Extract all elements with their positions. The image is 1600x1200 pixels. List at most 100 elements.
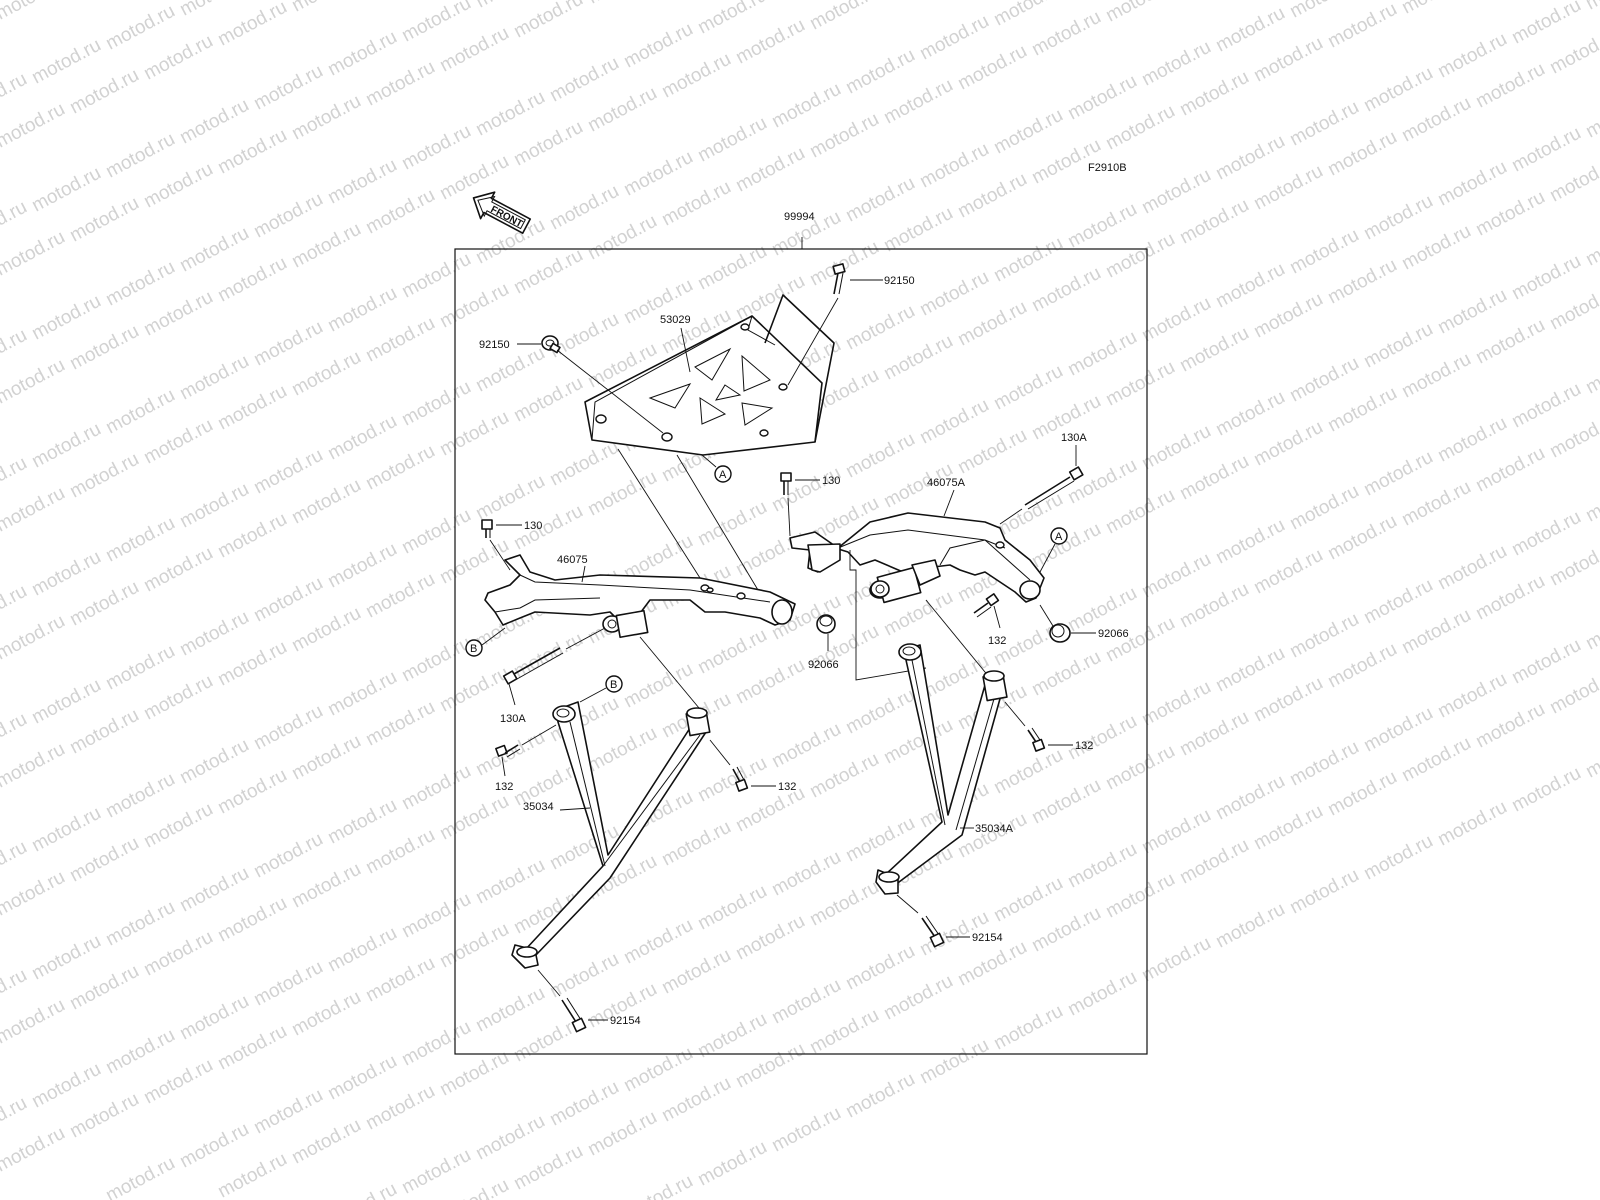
watermark-text: motod.ru [176, 223, 252, 277]
watermark-text: motod.ru [288, 475, 364, 529]
watermark-text: motod.ru [1582, 729, 1600, 783]
watermark-text: motod.ru [398, 1145, 474, 1199]
watermark-text: motod.ru [1472, 699, 1548, 753]
watermark-text: motod.ru [362, 825, 438, 879]
watermark-text: motod.ru [0, 1093, 31, 1147]
watermark-text: motod.ru [1508, 123, 1584, 177]
watermark-text: motod.ru [546, 181, 622, 235]
watermark-text: motod.ru [1434, 541, 1510, 595]
watermark-text: motod.ru [658, 945, 734, 999]
watermark-text: motod.ru [1102, 229, 1178, 283]
ref-a-top [714, 465, 732, 483]
watermark-text: motod.ru [214, 0, 290, 50]
ref-b-left [465, 639, 483, 657]
label-46075A: 46075A [927, 477, 966, 489]
watermark-text: motod.ru [1286, 225, 1362, 279]
watermark-text: motod.ru [584, 723, 660, 777]
watermark-text: motod.ru [362, 313, 438, 367]
watermark-text: motod.ru [176, 735, 252, 789]
watermark-text: motod.ru [732, 911, 808, 965]
watermark-text: motod.ru [472, 471, 548, 525]
watermark-text: motod.ru [436, 151, 512, 205]
watermark-text: motod.ru [880, 715, 956, 769]
watermark-text: motod.ru [140, 1055, 216, 1109]
watermark-text: motod.ru [806, 877, 882, 931]
watermark-text: motod.ru [436, 663, 512, 717]
watermark-text: motod.ru [176, 351, 252, 405]
watermark-text: motod.ru [732, 1039, 808, 1093]
watermark-text: motod.ru [0, 995, 69, 1049]
watermark-text: motod.ru [324, 1179, 400, 1200]
watermark-text: motod.ru [214, 893, 290, 947]
label-130A-right: 130A [1061, 432, 1087, 444]
watermark-text: motod.ru [1360, 319, 1436, 373]
watermark-text: motod.ru [66, 321, 142, 375]
watermark-text: motod.ru [140, 543, 216, 597]
watermark-text: motod.ru [140, 31, 216, 85]
watermark-text: motod.ru [0, 355, 69, 409]
watermark-text: motod.ru [546, 309, 622, 363]
watermark-text: motod.ru [694, 0, 770, 38]
watermark-text: motod.ru [1286, 737, 1362, 791]
watermark-text: motod.ru [436, 279, 512, 333]
watermark-text: motod.ru [66, 449, 142, 503]
watermark-text: motod.ru [436, 23, 512, 77]
watermark-text: motod.ru [28, 163, 104, 217]
watermark-text: motod.ru [584, 83, 660, 137]
watermark-text: motod.ru [954, 425, 1030, 479]
watermark-text: motod.ru [1102, 357, 1178, 411]
watermark-text: motod.ru [1250, 289, 1326, 343]
watermark-text: motod.ru [916, 11, 992, 65]
watermark-text: motod.ru [66, 961, 142, 1015]
watermark-text: motod.ru [214, 637, 290, 691]
watermark-text: motod.ru [1212, 387, 1288, 441]
watermark-text: motod.ru [990, 0, 1066, 30]
watermark-text: motod.ru [1028, 263, 1104, 317]
watermark-text: motod.ru [1434, 285, 1510, 339]
watermark-text: motod.ru [916, 1035, 992, 1089]
watermark-text: motod.ru [214, 125, 290, 179]
watermark-text: motod.ru [1028, 903, 1104, 957]
watermark-text: motod.ru [1250, 801, 1326, 855]
watermark-text: motod.ru [732, 655, 808, 709]
watermark-text: motod.ru [0, 0, 69, 24]
watermark-text: motod.ru [0, 483, 69, 537]
label-132-lower: 132 [778, 781, 796, 793]
watermark-text: motod.ru [990, 873, 1066, 927]
watermark-text: motod.ru [694, 113, 770, 167]
watermark-text: motod.ru [768, 719, 844, 773]
watermark-text: motod.ru [1546, 25, 1600, 79]
watermark-text: motod.ru [140, 415, 216, 469]
watermark-text: motod.ru [140, 159, 216, 213]
watermark-text: motod.ru [1324, 255, 1400, 309]
bolt-92150-top [832, 263, 846, 295]
watermark-text: motod.ru [398, 761, 474, 815]
watermark-text: motod.ru [362, 569, 438, 623]
watermark-text: motod.ru [0, 709, 31, 763]
watermark-text: motod.ru [584, 211, 660, 265]
watermark-text: motod.ru [1138, 933, 1214, 987]
bushing-92066-mid [816, 614, 836, 634]
watermark-text: motod.ru [1582, 473, 1600, 527]
watermark-text: motod.ru [1102, 0, 1178, 26]
watermark-text: motod.ru [510, 501, 586, 555]
carrier-plate-53029 [584, 294, 835, 456]
svg-text:B: B [610, 679, 617, 691]
watermark-text: motod.ru [1508, 379, 1584, 433]
svg-text:A: A [1055, 531, 1063, 543]
watermark-text: motod.ru [472, 1111, 548, 1165]
watermark-text: motod.ru [1102, 485, 1178, 539]
watermark-text: motod.ru [842, 941, 918, 995]
watermark-text: motod.ru [1546, 153, 1600, 207]
watermark-text: motod.ru [362, 697, 438, 751]
watermark-text: motod.ru [806, 1005, 882, 1059]
label-92150-top: 92150 [884, 275, 915, 287]
watermark-text: motod.ru [398, 1017, 474, 1071]
watermark-text: motod.ru [1176, 323, 1252, 377]
watermark-text: motod.ru [362, 953, 438, 1007]
watermark-text: motod.ru [102, 897, 178, 951]
watermark-text: motod.ru [546, 949, 622, 1003]
watermark-text: motod.ru [102, 769, 178, 823]
watermark-text: motod.ru [1472, 315, 1548, 369]
watermark-text: motod.ru [768, 463, 844, 517]
